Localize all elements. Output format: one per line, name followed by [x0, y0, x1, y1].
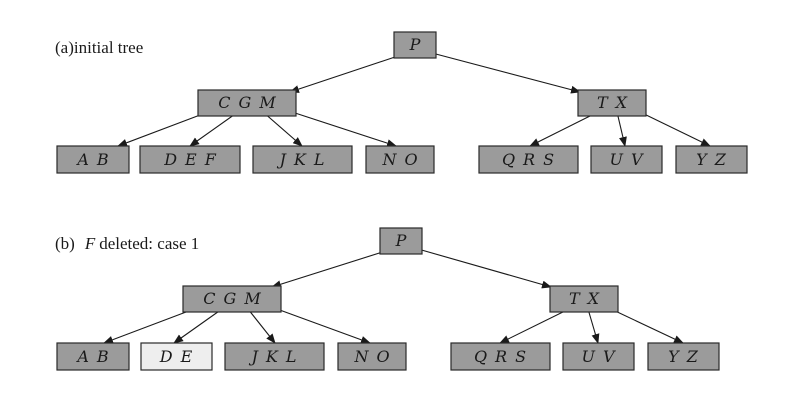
node-keys: A B — [75, 347, 109, 366]
edge-root-left — [271, 248, 393, 289]
edge-left-def — [189, 111, 239, 147]
edge-left-de — [173, 308, 223, 344]
node-keys: C G M — [218, 93, 276, 112]
node-keys: J K L — [249, 347, 297, 366]
edge-right-qrs — [529, 111, 599, 147]
edge-root-right — [417, 248, 552, 289]
leaf-no: N O — [337, 342, 407, 371]
edge-right-uv — [587, 308, 600, 344]
edge-left-jkl — [262, 111, 303, 147]
node-keys: D E — [159, 347, 193, 366]
node-right-internal: T X — [549, 285, 619, 313]
leaf-yz: Y Z — [647, 342, 720, 371]
node-keys: U V — [581, 347, 615, 366]
node-keys: P — [395, 231, 407, 250]
edge-root-right — [431, 52, 581, 94]
edge-right-yz — [639, 111, 711, 147]
leaf-uv: U V — [590, 145, 663, 174]
node-keys: N O — [353, 347, 389, 366]
leaf-uv: U V — [562, 342, 635, 371]
node-keys: J K L — [277, 150, 325, 169]
edge-left-no — [291, 111, 397, 148]
edge-right-yz — [610, 308, 684, 344]
edge-right-uv — [616, 111, 627, 147]
node-left-internal: C G M — [182, 285, 282, 313]
leaf-jkl: J K L — [252, 145, 353, 174]
node-root: P — [379, 227, 423, 255]
leaf-def: D E F — [139, 145, 241, 174]
edge-right-qrs — [499, 308, 570, 344]
node-keys: U V — [609, 150, 643, 169]
node-keys: P — [409, 35, 421, 54]
leaf-no: N O — [365, 145, 435, 174]
leaf-qrs: Q R S — [450, 342, 551, 371]
node-keys: Y Z — [696, 150, 727, 169]
leaf-de: D E — [140, 342, 213, 371]
leaf-qrs: Q R S — [478, 145, 579, 174]
edge-left-ab — [117, 111, 209, 147]
node-root: P — [393, 31, 437, 59]
node-keys: C G M — [203, 289, 261, 308]
diagram-a: (a)initial tree P C G M T X — [55, 31, 748, 174]
caption-a: (a)initial tree — [55, 38, 143, 57]
node-keys: A B — [75, 150, 109, 169]
node-right-internal: T X — [577, 89, 647, 117]
edges-b — [103, 248, 684, 344]
edges-a — [117, 52, 711, 148]
leaf-ab: A B — [56, 342, 130, 371]
node-left-internal: C G M — [197, 89, 297, 117]
node-keys: Y Z — [668, 347, 699, 366]
edge-left-no — [276, 308, 371, 344]
edge-left-ab — [103, 308, 195, 344]
leaf-jkl: J K L — [224, 342, 325, 371]
leaf-ab: A B — [56, 145, 130, 174]
leaf-yz: Y Z — [675, 145, 748, 174]
edge-left-jkl — [247, 308, 276, 344]
edge-root-left — [289, 52, 408, 93]
node-keys: N O — [381, 150, 417, 169]
node-keys: D E F — [163, 150, 217, 169]
node-keys: Q R S — [502, 150, 554, 169]
node-keys: T X — [597, 93, 628, 112]
node-keys: Q R S — [474, 347, 526, 366]
node-keys: T X — [569, 289, 600, 308]
